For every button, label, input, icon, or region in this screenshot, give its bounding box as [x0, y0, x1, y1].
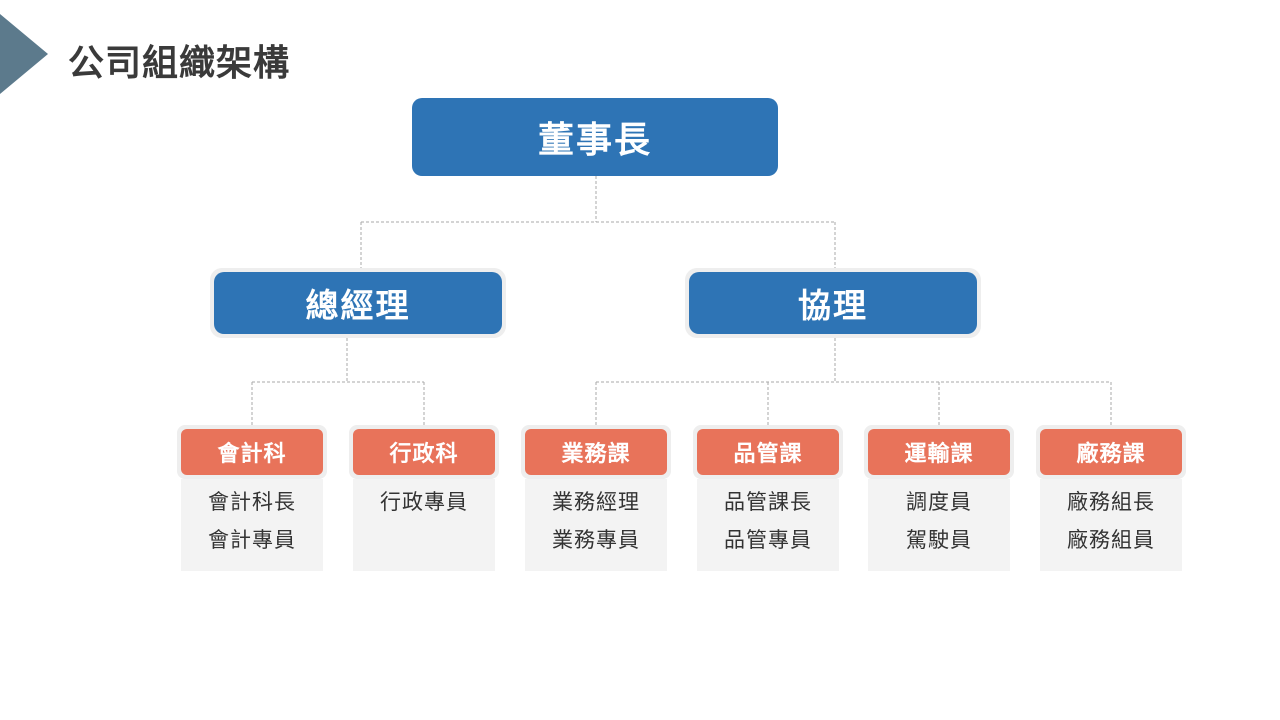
- page-title: 公司組織架構: [68, 43, 291, 84]
- role-item: 廠務組長: [1067, 490, 1155, 514]
- general-manager-node: 總經理: [210, 268, 506, 338]
- department-roles: 廠務組長 廠務組員: [1040, 479, 1182, 571]
- department-header: 業務課: [525, 429, 667, 475]
- general-manager-box: 總經理: [214, 272, 502, 334]
- department-transport: 運輸課 調度員 駕駛員: [864, 425, 1014, 571]
- role-item: 品管專員: [724, 528, 812, 552]
- assistant-manager-node: 協理: [685, 268, 981, 338]
- department-factory: 廠務課 廠務組長 廠務組員: [1036, 425, 1186, 571]
- chairman-box: 董事長: [412, 98, 778, 176]
- department-administration: 行政科 行政專員: [349, 425, 499, 571]
- department-quality-control: 品管課 品管課長 品管專員: [693, 425, 843, 571]
- department-header: 運輸課: [868, 429, 1010, 475]
- department-accounting: 會計科 會計科長 會計專員: [177, 425, 327, 571]
- role-item: 廠務組員: [1067, 528, 1155, 552]
- role-item: 調度員: [906, 490, 972, 514]
- role-item: 業務專員: [552, 528, 640, 552]
- role-item: 會計科長: [208, 490, 296, 514]
- department-header: 會計科: [181, 429, 323, 475]
- role-item: 駕駛員: [906, 528, 972, 552]
- department-roles: 會計科長 會計專員: [181, 479, 323, 571]
- role-item: 會計專員: [208, 528, 296, 552]
- department-header: 廠務課: [1040, 429, 1182, 475]
- role-item: 品管課長: [724, 490, 812, 514]
- department-header: 品管課: [697, 429, 839, 475]
- department-roles: 品管課長 品管專員: [697, 479, 839, 571]
- department-roles: 調度員 駕駛員: [868, 479, 1010, 571]
- department-roles: 業務經理 業務專員: [525, 479, 667, 571]
- department-roles: 行政專員: [353, 479, 495, 571]
- assistant-manager-box: 協理: [689, 272, 977, 334]
- department-header: 行政科: [353, 429, 495, 475]
- department-sales: 業務課 業務經理 業務專員: [521, 425, 671, 571]
- role-item: 行政專員: [380, 490, 468, 514]
- role-item: 業務經理: [552, 490, 640, 514]
